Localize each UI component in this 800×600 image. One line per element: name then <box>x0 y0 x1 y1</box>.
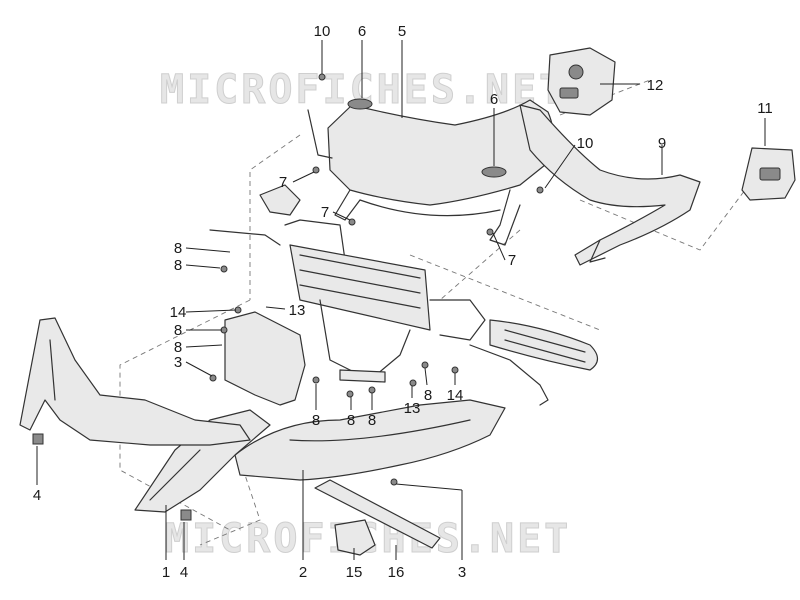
callout-1: 1 <box>162 564 170 581</box>
callout-9: 9 <box>658 135 666 152</box>
left-side-panel <box>19 317 251 446</box>
callout-4: 4 <box>180 564 188 581</box>
callout-8: 8 <box>174 339 182 356</box>
part-2-lower-panel <box>234 399 506 481</box>
part-11-housing <box>741 147 796 201</box>
callout-3: 3 <box>458 564 466 581</box>
callout-6: 6 <box>358 23 366 40</box>
callout-8: 8 <box>368 412 376 429</box>
callout-7: 7 <box>279 174 287 191</box>
callout-15: 15 <box>346 564 363 581</box>
part-16-trim-strip <box>314 479 441 549</box>
callout-4: 4 <box>33 487 41 504</box>
callout-7: 7 <box>508 252 516 269</box>
callout-11: 11 <box>757 100 773 117</box>
callout-8: 8 <box>174 322 182 339</box>
callout-5: 5 <box>398 23 406 40</box>
callout-6: 6 <box>490 91 498 108</box>
leader-lines <box>36 40 766 560</box>
inner-left-bracket <box>224 311 306 406</box>
part-6-cap-right <box>481 166 507 178</box>
part-5-upper-handlebar-cover <box>307 99 554 246</box>
callout-8: 8 <box>174 240 182 257</box>
callout-10: 10 <box>577 135 594 152</box>
callout-labels: 10 6 5 12 6 11 10 9 7 7 7 8 8 13 14 8 8 … <box>33 23 773 581</box>
part-15-small-cover <box>334 519 376 556</box>
callout-13: 13 <box>404 400 421 417</box>
callout-8: 8 <box>312 412 320 429</box>
handlebar-assembly <box>209 184 599 406</box>
part-4-clip-left <box>32 433 44 445</box>
callout-13: 13 <box>289 302 306 319</box>
part-6-cap-left <box>347 98 373 110</box>
callout-14: 14 <box>170 304 187 321</box>
callout-3: 3 <box>174 354 182 371</box>
part-12-switch-housing <box>547 47 616 116</box>
callout-10: 10 <box>314 23 331 40</box>
callout-16: 16 <box>388 564 405 581</box>
callout-2: 2 <box>299 564 307 581</box>
callout-14: 14 <box>447 387 464 404</box>
callout-8: 8 <box>347 412 355 429</box>
part-4-clip-bottom <box>180 509 192 521</box>
callout-12: 12 <box>647 77 664 94</box>
callout-8: 8 <box>424 387 432 404</box>
callout-8: 8 <box>174 257 182 274</box>
part-9-right-trim <box>519 104 701 266</box>
callout-7: 7 <box>321 204 329 221</box>
